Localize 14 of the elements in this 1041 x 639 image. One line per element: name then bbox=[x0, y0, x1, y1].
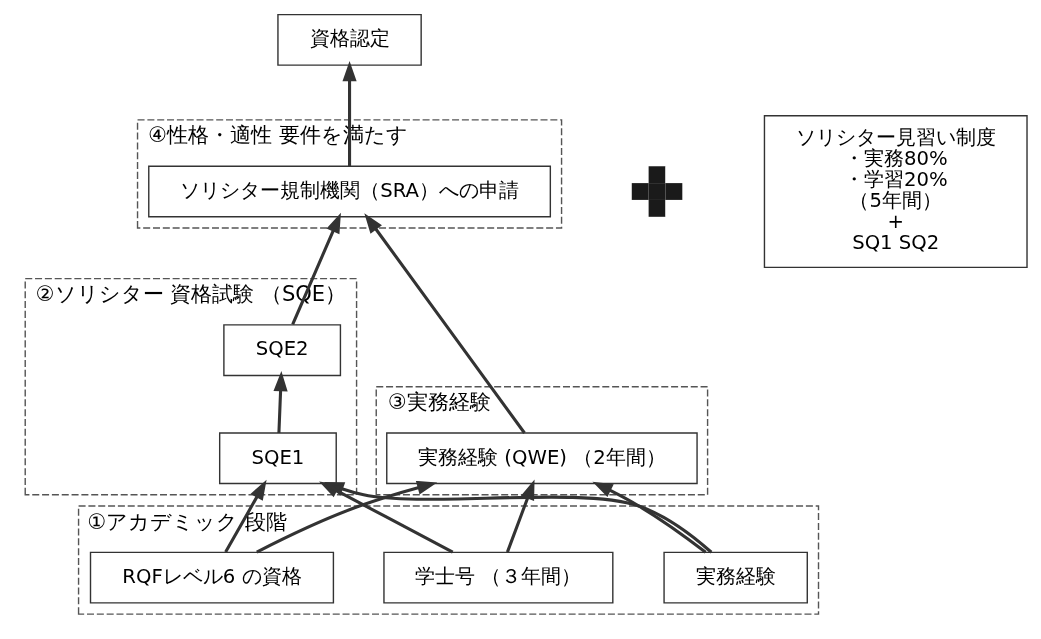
node-box: ソリシター見習い制度 ・実務80% ・学習20% （5年間） + SQ1 SQ2 bbox=[763, 114, 1028, 268]
node-box: RQFレベル6 の資格 bbox=[89, 551, 335, 604]
node-box: 実務経験 bbox=[663, 551, 808, 604]
node-box: SQE1 bbox=[219, 431, 337, 484]
node-box: 学士号 （３年間） bbox=[383, 551, 614, 604]
node-box: SQE2 bbox=[223, 323, 342, 376]
arrow bbox=[224, 479, 267, 553]
arrow bbox=[364, 212, 526, 434]
arrow bbox=[323, 481, 713, 553]
node-box: 資格認定 bbox=[277, 13, 422, 66]
arrow bbox=[273, 370, 288, 433]
node-box: ソリシター規制機関（SRA）への申請 bbox=[148, 165, 552, 217]
arrow bbox=[592, 481, 707, 554]
node-box: 実務経験 (QWE) （2年間） bbox=[386, 431, 698, 484]
